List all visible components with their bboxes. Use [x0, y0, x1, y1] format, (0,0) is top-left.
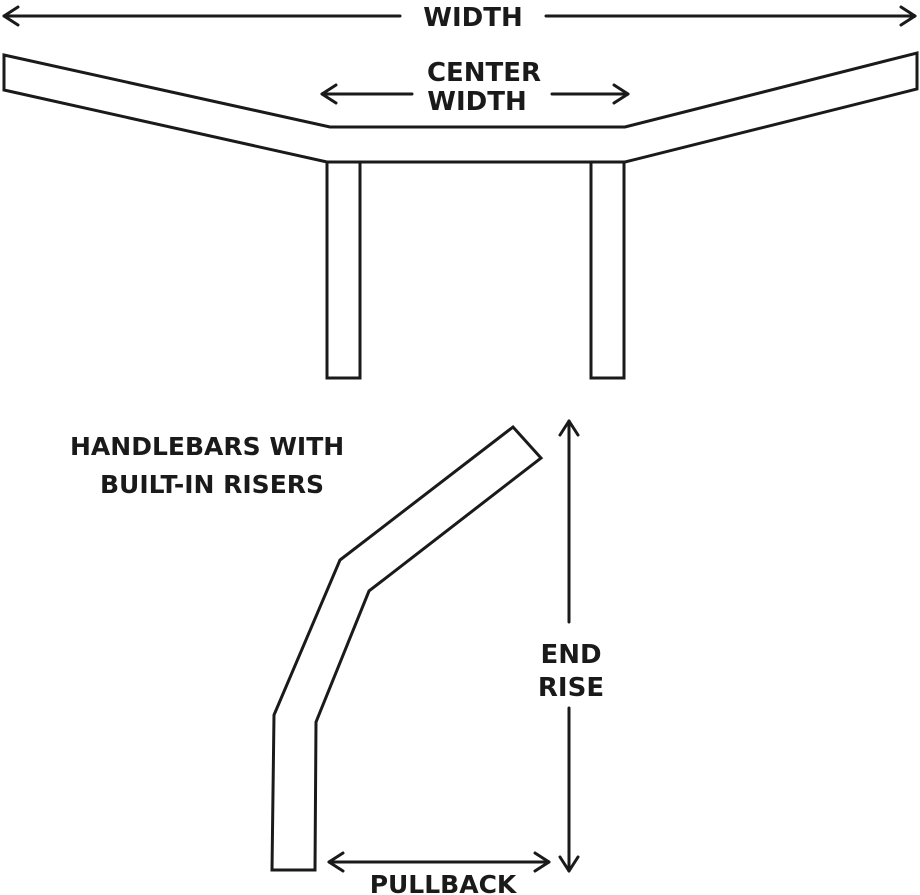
handlebar-front-view — [2, 51, 919, 164]
pullback-arrow-right-icon — [533, 851, 551, 873]
pullback-arrow-left-icon — [327, 851, 345, 873]
end-rise-arrow-up-icon — [558, 419, 580, 437]
center-width-arrow-left-icon — [320, 83, 338, 105]
center-width-dimension: CENTER WIDTH — [320, 58, 630, 117]
width-arrow-right-icon — [899, 5, 917, 27]
center-width-label-line2: WIDTH — [427, 87, 526, 117]
pullback-dimension: PULLBACK — [327, 851, 551, 895]
handlebar-side-view — [270, 424, 544, 872]
center-width-arrow-right-icon — [612, 83, 630, 105]
right-riser — [589, 158, 626, 380]
end-rise-label-line2: RISE — [538, 673, 604, 703]
end-rise-label-line1: END — [540, 640, 601, 670]
caption-line2: BUILT-IN RISERS — [100, 470, 324, 499]
end-rise-arrow-down-icon — [558, 855, 580, 873]
width-label: WIDTH — [423, 3, 522, 33]
center-width-label-line1: CENTER — [427, 58, 541, 88]
caption-line1: HANDLEBARS WITH — [70, 432, 344, 461]
pullback-label: PULLBACK — [370, 870, 518, 895]
width-dimension: WIDTH — [2, 3, 917, 33]
end-rise-dimension: END RISE — [538, 419, 604, 873]
width-arrow-left-icon — [2, 5, 20, 27]
left-riser — [325, 158, 362, 380]
